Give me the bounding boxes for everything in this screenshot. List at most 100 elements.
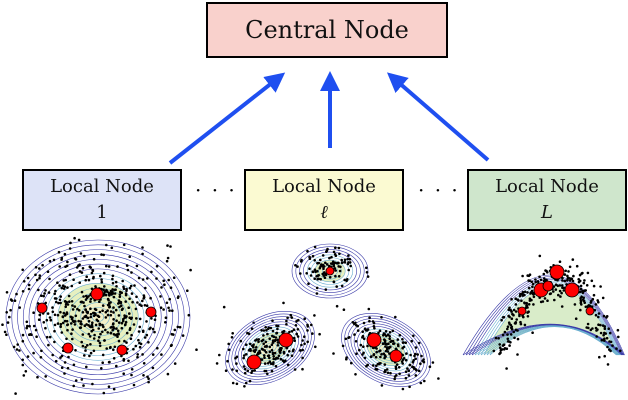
data-point xyxy=(513,336,516,340)
data-point xyxy=(118,290,122,294)
ellipsis-left: · · · xyxy=(195,178,237,202)
data-point xyxy=(512,330,516,334)
data-point xyxy=(80,323,83,326)
data-point xyxy=(160,353,163,356)
data-point xyxy=(599,285,602,288)
data-point xyxy=(101,361,104,365)
data-point xyxy=(215,362,219,365)
data-point xyxy=(137,276,141,280)
data-point xyxy=(54,289,57,293)
data-point xyxy=(224,369,228,373)
data-point xyxy=(73,323,77,326)
data-point xyxy=(319,277,323,281)
data-point xyxy=(250,327,254,331)
data-point xyxy=(186,289,189,293)
data-point xyxy=(355,352,358,356)
data-point xyxy=(53,292,56,296)
data-point xyxy=(381,342,385,346)
data-point xyxy=(74,349,77,352)
data-point xyxy=(101,309,104,313)
data-point xyxy=(87,319,91,323)
data-point xyxy=(98,300,101,304)
data-point xyxy=(303,342,306,346)
data-point xyxy=(276,324,280,328)
data-point xyxy=(272,361,275,364)
data-point xyxy=(330,255,333,259)
data-point xyxy=(253,369,256,372)
data-point xyxy=(320,263,323,266)
data-point xyxy=(81,333,85,336)
data-point xyxy=(26,324,29,328)
data-point xyxy=(165,259,169,263)
data-point xyxy=(510,317,514,321)
data-point xyxy=(268,356,271,360)
data-point xyxy=(323,271,326,274)
data-point xyxy=(579,287,583,291)
data-point xyxy=(143,336,147,339)
data-point xyxy=(106,313,110,317)
data-point xyxy=(534,278,537,281)
data-point xyxy=(167,306,170,310)
data-point xyxy=(142,294,146,297)
data-point xyxy=(332,250,336,254)
central-node: Central Node xyxy=(206,2,448,58)
data-point xyxy=(558,260,562,264)
data-point xyxy=(388,331,392,334)
data-point xyxy=(56,322,60,325)
data-point xyxy=(103,285,106,288)
data-point xyxy=(227,348,231,352)
data-point xyxy=(608,331,612,335)
data-point xyxy=(155,277,158,280)
data-point xyxy=(34,273,37,277)
data-point xyxy=(597,315,600,319)
data-point xyxy=(244,353,248,356)
data-point xyxy=(358,348,361,352)
data-point xyxy=(587,304,591,307)
data-point xyxy=(166,256,170,260)
data-point xyxy=(106,297,110,301)
data-point xyxy=(401,362,405,365)
data-point xyxy=(411,360,415,364)
data-point xyxy=(554,288,558,291)
data-point xyxy=(333,267,337,270)
data-point xyxy=(63,361,67,364)
data-point xyxy=(514,297,517,301)
data-point xyxy=(37,288,40,292)
data-point xyxy=(324,273,328,277)
data-point xyxy=(81,267,85,270)
data-point xyxy=(38,276,41,280)
data-point xyxy=(414,374,418,377)
data-point xyxy=(159,295,162,298)
data-point xyxy=(138,317,142,321)
data-point xyxy=(324,288,328,291)
data-point xyxy=(21,268,25,272)
contour-line xyxy=(28,258,168,376)
data-point xyxy=(58,284,61,287)
contour-line xyxy=(465,276,624,356)
data-point xyxy=(123,339,126,343)
data-point xyxy=(27,283,31,287)
data-point xyxy=(322,267,325,271)
data-point xyxy=(89,343,92,346)
data-point xyxy=(374,355,378,359)
data-point xyxy=(164,321,167,324)
data-point xyxy=(129,317,133,321)
data-point xyxy=(263,369,267,373)
data-point xyxy=(53,313,57,317)
data-point xyxy=(306,340,310,344)
data-point xyxy=(536,280,540,283)
data-point xyxy=(494,336,498,340)
data-point xyxy=(510,298,513,301)
data-point xyxy=(394,367,398,371)
data-point xyxy=(156,346,159,350)
data-point xyxy=(68,300,71,304)
data-point xyxy=(72,384,75,388)
data-point xyxy=(171,309,174,313)
data-point xyxy=(389,371,392,375)
data-point xyxy=(393,377,397,381)
data-point xyxy=(21,363,25,367)
data-point xyxy=(354,373,357,376)
data-point xyxy=(147,341,150,344)
data-point xyxy=(597,312,601,315)
data-point xyxy=(120,308,124,312)
